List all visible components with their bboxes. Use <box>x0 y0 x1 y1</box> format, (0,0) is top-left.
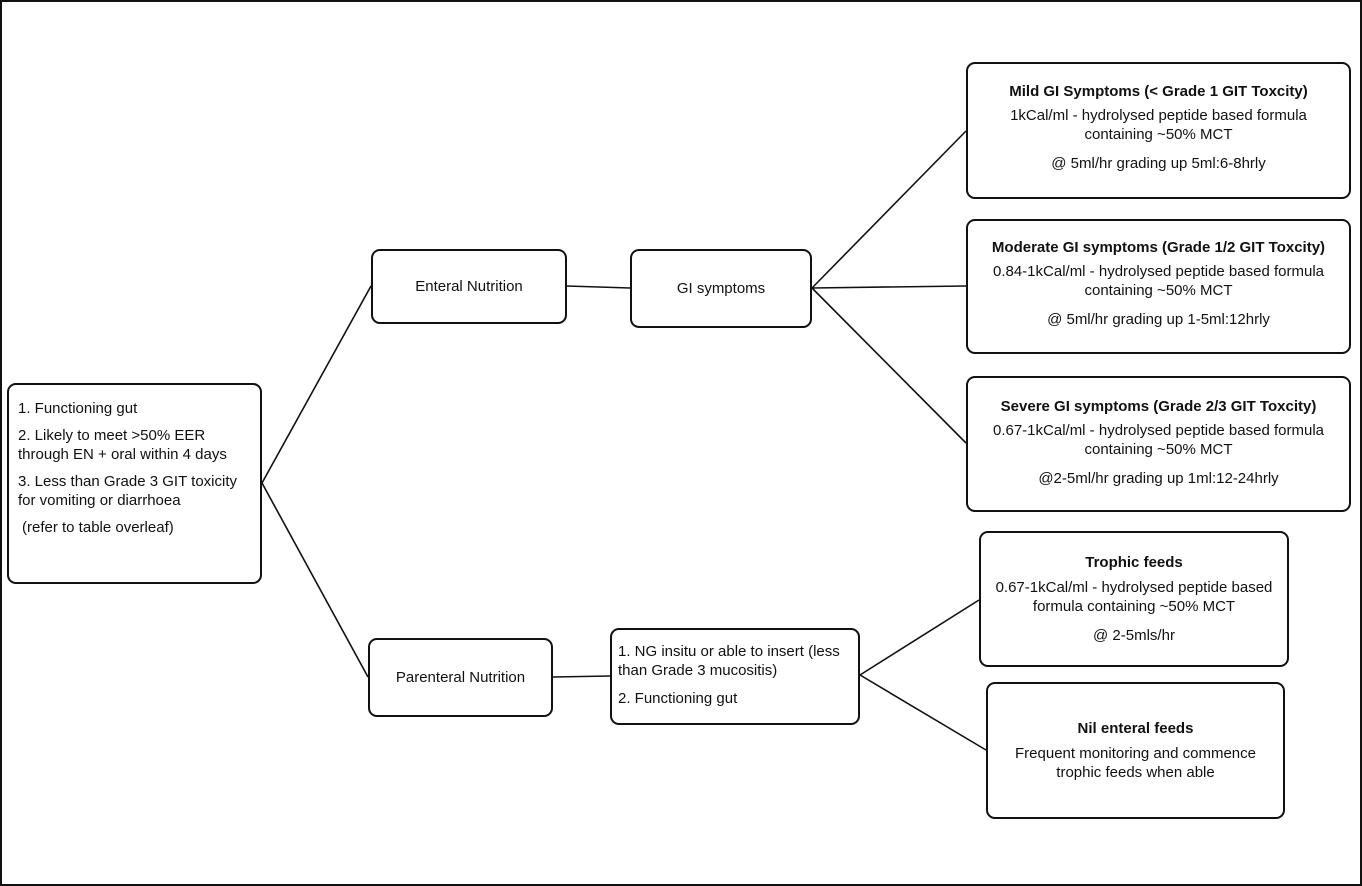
criteria-box: 1. Functioning gut 2. Likely to meet >50… <box>7 383 262 584</box>
connector-enteral-gi <box>566 285 631 289</box>
ng-insitu-item-2: 2. Functioning gut <box>618 690 738 707</box>
mild-gi-rate: @ 5ml/hr grading up 5ml:6-8hrly <box>1051 155 1266 172</box>
gi-symptoms-box: GI symptoms <box>630 249 812 328</box>
criteria-item-3: 3. Less than Grade 3 GIT toxicity for vo… <box>18 473 237 509</box>
moderate-gi-box: Moderate GI symptoms (Grade 1/2 GIT Toxc… <box>966 219 1351 354</box>
connector-criteria-enteral <box>261 285 372 484</box>
trophic-feeds-formula: 0.67-1kCal/ml - hydrolysed peptide based… <box>995 579 1273 615</box>
nil-enteral-text: Frequent monitoring and commence trophic… <box>1015 745 1256 781</box>
connector-gi-mild <box>811 130 967 289</box>
enteral-nutrition-box: Enteral Nutrition <box>371 249 567 324</box>
ng-insitu-item-1: 1. NG insitu or able to insert (less tha… <box>618 643 840 679</box>
mild-gi-box: Mild GI Symptoms (< Grade 1 GIT Toxcity)… <box>966 62 1351 199</box>
connector-gi-moderate <box>811 285 967 289</box>
connector-criteria-parenteral <box>261 482 369 678</box>
moderate-gi-formula: 0.84-1kCal/ml - hydrolysed peptide based… <box>992 263 1324 299</box>
severe-gi-rate: @2-5ml/hr grading up 1ml:12-24hrly <box>1038 470 1279 487</box>
nil-enteral-title: Nil enteral feeds <box>1077 720 1194 737</box>
connector-gi-severe <box>811 287 967 444</box>
moderate-gi-rate: @ 5ml/hr grading up 1-5ml:12hrly <box>1047 311 1270 328</box>
severe-gi-formula: 0.67-1kCal/ml - hydrolysed peptide based… <box>992 422 1324 458</box>
nil-enteral-box: Nil enteral feeds Frequent monitoring an… <box>986 682 1285 819</box>
criteria-note: (refer to table overleaf) <box>22 519 174 536</box>
criteria-item-2: 2. Likely to meet >50% EER through EN + … <box>18 427 227 463</box>
mild-gi-formula: 1kCal/ml - hydrolysed peptide based form… <box>1010 107 1307 143</box>
criteria-item-1: 1. Functioning gut <box>18 400 138 417</box>
trophic-feeds-box: Trophic feeds 0.67-1kCal/ml - hydrolysed… <box>979 531 1289 667</box>
severe-gi-box: Severe GI symptoms (Grade 2/3 GIT Toxcit… <box>966 376 1351 512</box>
connector-parenteral-ng <box>552 675 611 678</box>
trophic-feeds-title: Trophic feeds <box>1085 554 1183 571</box>
trophic-feeds-rate: @ 2-5mls/hr <box>1093 627 1175 644</box>
parenteral-nutrition-box: Parenteral Nutrition <box>368 638 553 717</box>
ng-insitu-box: 1. NG insitu or able to insert (less tha… <box>610 628 860 725</box>
gi-symptoms-label: GI symptoms <box>676 280 766 297</box>
parenteral-nutrition-label: Parenteral Nutrition <box>395 669 526 686</box>
enteral-nutrition-label: Enteral Nutrition <box>415 278 523 295</box>
moderate-gi-title: Moderate GI symptoms (Grade 1/2 GIT Toxc… <box>991 239 1326 256</box>
connector-ng-nil <box>859 674 987 751</box>
severe-gi-title: Severe GI symptoms (Grade 2/3 GIT Toxcit… <box>1000 398 1317 415</box>
mild-gi-title: Mild GI Symptoms (< Grade 1 GIT Toxcity) <box>1009 83 1308 100</box>
connector-ng-trophic <box>859 599 980 676</box>
